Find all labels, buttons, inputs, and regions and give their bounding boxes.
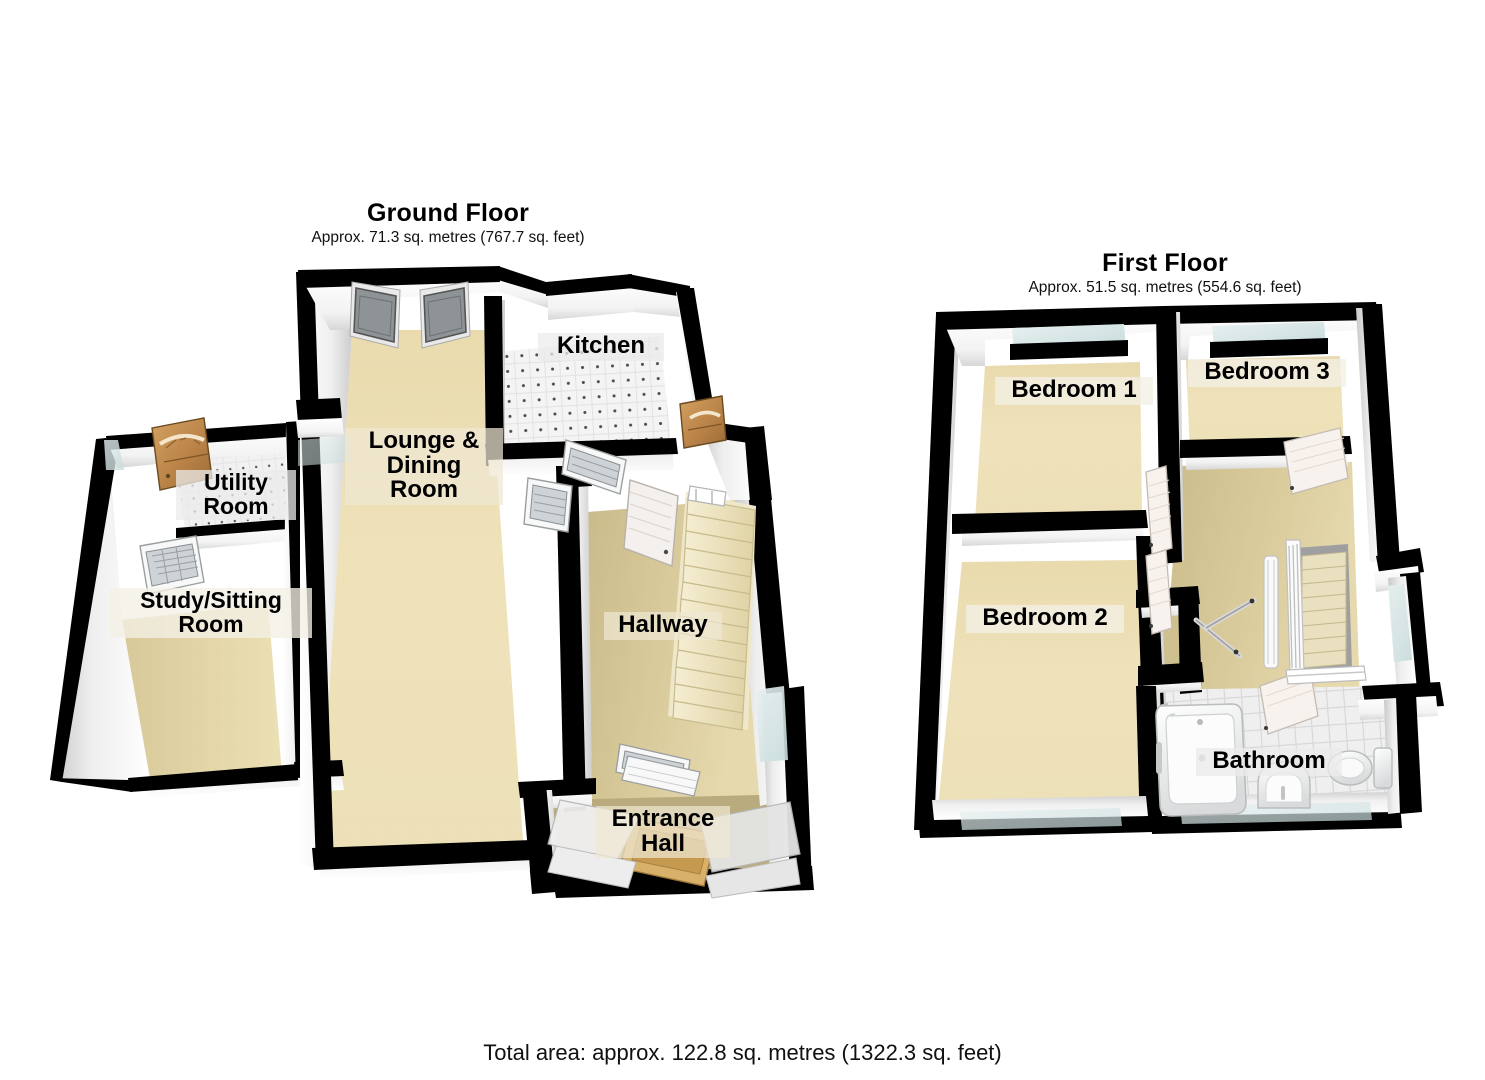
ground-floor-area: Approx. 71.3 sq. metres (767.7 sq. feet) xyxy=(311,229,585,247)
room-label-kitchen: Kitchen xyxy=(538,333,664,361)
room-label-bathroom: Bathroom xyxy=(1196,748,1342,776)
glazing-icon xyxy=(298,436,352,466)
room-label-utility: Utility Room xyxy=(176,470,296,521)
total-area-text: Total area: approx. 122.8 sq. metres (13… xyxy=(483,1040,1002,1065)
first-floor-heading: First Floor Approx. 51.5 sq. metres (554… xyxy=(900,250,1430,297)
room-label-bedroom-2: Bedroom 2 xyxy=(966,605,1124,633)
french-doors-icon[interactable] xyxy=(349,281,471,349)
glazing-icon xyxy=(1388,584,1412,662)
toilet-icon xyxy=(1327,747,1393,789)
radiator-icon xyxy=(1263,555,1279,669)
room-label-bedroom-1: Bedroom 1 xyxy=(995,377,1153,405)
cupboard-door-icon[interactable] xyxy=(1193,597,1257,659)
door-icon[interactable] xyxy=(1145,465,1173,555)
room-label-bedroom-3: Bedroom 3 xyxy=(1188,359,1346,387)
door-icon[interactable] xyxy=(623,479,679,567)
first-floor-title: First Floor xyxy=(1102,249,1228,277)
window-icon xyxy=(139,535,205,595)
first-floor-plan xyxy=(914,302,1444,838)
room-label-entrance-hall: Entrance Hall xyxy=(596,806,730,859)
window-icon xyxy=(523,477,573,533)
wooden-door-icon[interactable] xyxy=(679,395,727,449)
door-icon[interactable] xyxy=(1283,427,1349,495)
door-icon[interactable] xyxy=(1145,549,1173,635)
window-icon xyxy=(561,439,627,495)
glazing-icon xyxy=(104,440,124,470)
glazing-icon xyxy=(756,686,788,762)
first-floor-area: Approx. 51.5 sq. metres (554.6 sq. feet) xyxy=(1028,279,1302,297)
ground-floor-heading: Ground Floor Approx. 71.3 sq. metres (76… xyxy=(183,200,713,247)
kitchen-floor xyxy=(498,336,672,462)
ground-floor-plan xyxy=(50,266,814,899)
room-label-hallway: Hallway xyxy=(604,612,722,640)
ground-floor-title: Ground Floor xyxy=(366,199,530,227)
room-label-study: Study/Sitting Room xyxy=(110,588,312,639)
glazing-icon xyxy=(960,808,1122,830)
room-label-lounge: Lounge & Dining Room xyxy=(345,428,503,506)
stairwell-icon xyxy=(1285,539,1367,685)
window-icon xyxy=(621,755,701,797)
